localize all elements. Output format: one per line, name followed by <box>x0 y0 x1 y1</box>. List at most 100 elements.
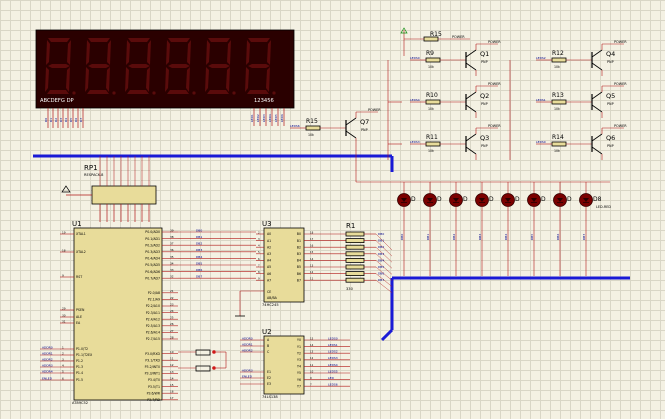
q7-resistor[interactable] <box>305 125 321 131</box>
u3-pin-label: B7 <box>297 278 301 282</box>
u3-body[interactable] <box>263 227 305 303</box>
r1-name: R1 <box>346 222 355 230</box>
segment-a <box>208 38 230 42</box>
q6-collector <box>591 146 603 155</box>
u1-pin-num: 4 <box>62 363 64 367</box>
u1-pin-label: P1.5 <box>76 378 83 382</box>
r1-resistor[interactable] <box>345 231 365 237</box>
u2-net-label: ENLED <box>242 374 253 378</box>
segment-f <box>86 40 90 65</box>
switch-contact[interactable] <box>195 349 211 356</box>
u2-pin-num: 15 <box>310 336 314 340</box>
u3-pin-label: A4 <box>267 259 271 263</box>
u1-pin-label: P0.7/AD7 <box>145 276 160 280</box>
r15-power-label: POWER <box>452 35 465 39</box>
u3-pin-num: 6 <box>258 257 260 261</box>
db-net-label: DB1 <box>196 235 202 239</box>
r1-resistor[interactable] <box>345 257 365 263</box>
r1-resistor[interactable] <box>345 251 365 257</box>
q2-resistor[interactable] <box>425 99 441 105</box>
q3-type: PNP <box>481 144 488 148</box>
u2-net-label: ADDR3 <box>242 368 253 372</box>
r1-net-label: DB2 <box>378 245 384 249</box>
led-diode-icon <box>453 198 459 202</box>
r1-resistor[interactable] <box>345 238 365 244</box>
u1-pin-num: 27 <box>170 329 174 333</box>
u1-pin-num: 22 <box>170 296 174 300</box>
q1-emitter <box>465 49 477 58</box>
u1-pin-num: 26 <box>170 322 174 326</box>
u1-pin-num: 16 <box>170 390 174 394</box>
led-name: D <box>463 196 468 203</box>
rp1-body[interactable] <box>91 185 157 205</box>
r1-resistor[interactable] <box>345 271 365 277</box>
u1-pin-label: EA <box>76 321 81 325</box>
led-net-label: DB4 <box>504 234 508 240</box>
db-net-label: DB2 <box>196 242 202 246</box>
r1-bus-tap <box>375 240 393 257</box>
u1-pin-label: P1.3 <box>76 365 83 369</box>
u3-pin-label: A6 <box>267 272 271 276</box>
segment-d <box>247 90 269 94</box>
rp1-name: RP1 <box>84 164 98 172</box>
u2-out-net-label: LEDS0 <box>328 336 338 340</box>
q3-res-value: 10k <box>428 149 434 153</box>
q4-resistor[interactable] <box>551 57 567 63</box>
led-name: D <box>437 196 442 203</box>
r1-resistor[interactable] <box>345 264 365 270</box>
u3-pin-num: 7 <box>258 263 260 267</box>
r1-resistor[interactable] <box>345 277 365 283</box>
u1-pin-num: 37 <box>170 242 174 246</box>
q3-resistor[interactable] <box>425 141 441 147</box>
u1-pin-label: P1.1/T2EX <box>76 353 93 357</box>
led-diode-icon <box>505 198 511 202</box>
segment-b <box>227 40 231 65</box>
display-pin-label: LED2 <box>256 114 260 122</box>
u1-pin-label: P3.4/T0 <box>148 378 160 382</box>
r1-resistor[interactable] <box>345 244 365 250</box>
u3-pin-num: 2 <box>258 230 260 234</box>
u1-part: AT89C52 <box>72 401 88 405</box>
u3-part: 74HC245 <box>262 303 279 307</box>
rp1-part: RESPACK-8 <box>84 173 104 177</box>
u3-pin-label: A0 <box>267 232 271 236</box>
q4-power-label: POWER <box>614 40 627 44</box>
u2-net-label: ADDR0 <box>242 336 253 340</box>
u2-body[interactable] <box>263 335 305 395</box>
u1-pin-num: 11 <box>170 357 174 361</box>
power-arrow <box>61 185 71 193</box>
u3-pin-num: 16 <box>310 244 314 248</box>
u3-ctrl-label: AB/BA <box>267 296 278 300</box>
u1-body[interactable] <box>73 227 163 401</box>
display-pin-label: LED4 <box>268 114 272 122</box>
u2-pin-num: 9 <box>310 376 312 380</box>
seven-segment-display[interactable] <box>35 29 295 109</box>
u2-pin-num: 10 <box>310 369 314 373</box>
u3-name: U3 <box>262 220 272 228</box>
q2-name: Q2 <box>480 92 489 100</box>
display-pin-label: D6 <box>74 118 78 122</box>
segment-d <box>47 90 69 94</box>
u1-pin-label: P3.2/INT0 <box>145 365 160 369</box>
led-net-label: DB5 <box>530 234 534 240</box>
u1-pin-num: 33 <box>170 268 174 272</box>
switch-contact[interactable] <box>195 365 211 372</box>
q6-resistor[interactable] <box>551 141 567 147</box>
u1-pin-label: P0.4/AD4 <box>145 257 160 261</box>
q5-resistor[interactable] <box>551 99 567 105</box>
display-digit-label: 123456 <box>254 98 274 104</box>
u1-pin-num: 18 <box>62 248 66 252</box>
u2-pin-label: Y4 <box>297 365 301 369</box>
u1-pin-num: 1 <box>62 345 64 349</box>
u2-pin-label: Y3 <box>297 358 301 362</box>
segment-g <box>168 64 190 68</box>
u1-pin-label: P3.1/TXD <box>145 358 160 362</box>
q1-resistor[interactable] <box>425 57 441 63</box>
q3-name: Q3 <box>480 134 489 142</box>
segment-dp <box>232 91 236 95</box>
u1-pin-num: 32 <box>170 275 174 279</box>
u2-pin-label: E3 <box>267 382 271 386</box>
u1-net-label: ADDR0 <box>42 346 53 350</box>
